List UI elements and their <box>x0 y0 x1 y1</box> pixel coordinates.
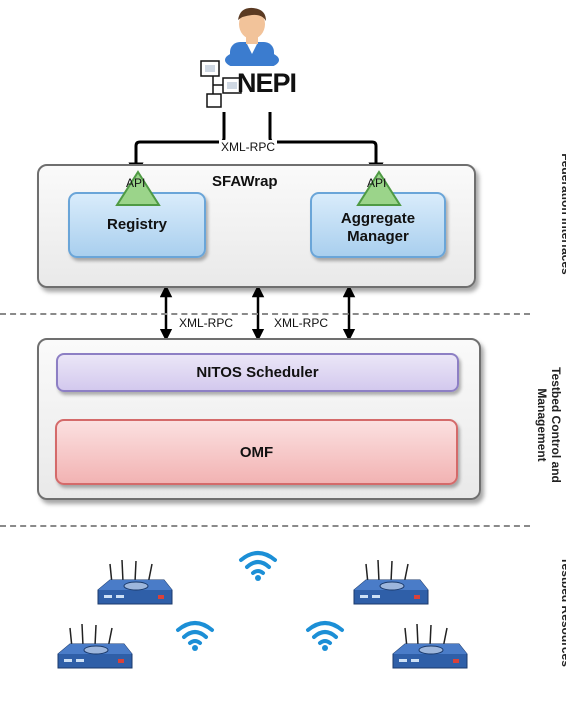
nepi-label: NEPI <box>237 68 297 98</box>
wireless-node-icon <box>97 560 173 605</box>
side-label-control-line1: Testbed Control and <box>549 367 563 483</box>
wifi-icon <box>239 551 277 581</box>
nitos-scheduler-box: NITOS Scheduler <box>56 353 459 392</box>
nepi-to-registry-arrow <box>128 112 226 178</box>
side-label-control: Testbed Control and Management <box>529 335 563 515</box>
sfawrap-title: SFAWrap <box>212 173 278 190</box>
aggregate-manager-label-line2: Manager <box>347 228 409 245</box>
wireless-node-icon <box>57 624 133 669</box>
registry-api-label: API <box>126 176 146 190</box>
nepi-to-am-arrow <box>268 112 384 178</box>
aggregate-manager-label-line1: Aggregate <box>340 210 416 227</box>
separator-bottom <box>0 525 530 527</box>
separator-top <box>0 313 530 315</box>
network-computers-icon <box>200 60 242 108</box>
side-label-federation: Federation Interfaces <box>559 153 566 275</box>
registry-label: Registry <box>106 216 168 233</box>
registry-api-triangle <box>115 170 161 206</box>
aggregate-manager-box: Aggregate Manager <box>310 192 446 258</box>
xml-rpc-label-right: XML-RPC <box>274 316 329 330</box>
wireless-node-icon <box>392 624 468 669</box>
wireless-node-icon <box>353 560 429 605</box>
am-api-label: API <box>367 176 387 190</box>
wifi-icon <box>176 621 214 651</box>
xml-rpc-label-top: XML-RPC <box>219 140 278 154</box>
side-label-control-line2: Management <box>535 388 549 462</box>
am-api-triangle <box>356 170 402 206</box>
wifi-icon <box>306 621 344 651</box>
omf-box: OMF <box>55 419 458 485</box>
omf-label: OMF <box>239 443 274 461</box>
user-icon <box>225 7 279 66</box>
side-label-resources: Testbed Resources <box>559 557 566 667</box>
xml-rpc-label-left: XML-RPC <box>179 316 234 330</box>
nitos-scheduler-label: NITOS Scheduler <box>196 364 319 381</box>
